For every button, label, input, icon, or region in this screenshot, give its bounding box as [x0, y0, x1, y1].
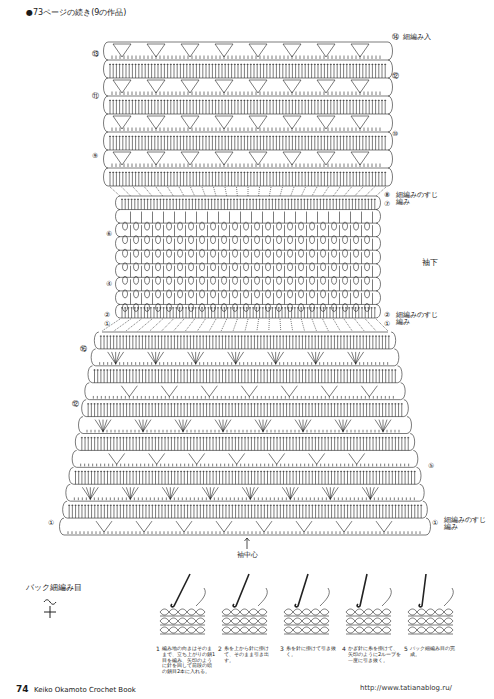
step-caption: かぎ針に糸を掛けて、矢印のように2ループを一度に引き抜く。 [348, 646, 402, 663]
chart-label: ① [48, 519, 54, 527]
stitch-row [116, 237, 381, 258]
stitch-row [79, 417, 412, 434]
stitch-row [104, 96, 393, 114]
crochet-hook [171, 574, 190, 607]
stitch-row [104, 150, 393, 168]
step-caption: 糸を針に掛けて引き抜く。 [286, 646, 340, 658]
chart-label: 74 [16, 684, 29, 694]
chart-label: ⑫ [72, 400, 79, 408]
stitch-row [116, 291, 381, 312]
yarn [444, 588, 453, 606]
stitch-chart [44, 42, 453, 634]
chart-label: ④ [106, 280, 112, 288]
chart-label: 細編みのすじ編み [444, 517, 488, 532]
stitch-row [66, 484, 424, 501]
stitch-row [91, 349, 399, 366]
step-number: 3 [280, 646, 284, 653]
chart-label: 袖下 [422, 258, 438, 267]
chart-label: 細編みのすじ編み [396, 192, 440, 207]
step-fabric [346, 609, 391, 634]
crochet-hook [419, 574, 426, 607]
step-caption: バック細編み目の完成。 [410, 646, 464, 658]
edge-row [108, 42, 388, 43]
stitch-row [94, 332, 395, 349]
yarn [382, 588, 391, 606]
chart-label: 細編みのすじ編み [396, 312, 440, 327]
stitch-row [116, 250, 381, 271]
step-number: 2 [218, 646, 222, 653]
step-number: 1 [156, 646, 160, 653]
chart-label: ⑬ [92, 50, 99, 58]
chart-label: バック細編み目 [26, 583, 82, 592]
edge-row [102, 332, 388, 333]
chart-label: ⑫ [392, 72, 399, 80]
step-fabric [408, 609, 453, 634]
chart-label: Keiko Okamoto Crochet Book [34, 686, 136, 694]
stitch-row [72, 450, 418, 467]
step-fabric [222, 609, 267, 634]
stitch-row [104, 168, 393, 186]
step-caption: 糸を上から針に掛けて、そのまま引き出す。 [224, 646, 278, 663]
chart-label: ⑩ [392, 130, 398, 138]
stitch-row [116, 196, 381, 210]
back-sc-symbol [44, 600, 56, 618]
step-fabric [284, 609, 329, 634]
stitch-row [104, 132, 393, 150]
step-number: 5 [404, 646, 408, 653]
chart-label: 袖中心 [227, 551, 267, 559]
stitch-row [69, 467, 421, 484]
yarn [196, 588, 205, 606]
chart-label: ⑪ [92, 92, 99, 100]
stitch-row [88, 366, 402, 383]
step-caption: 編み地の向きはそのままで、立ち上がりの鎖1目を編み、矢印のように針を回して前段の… [162, 646, 216, 675]
stitch-row [116, 264, 381, 285]
yarn [258, 588, 267, 606]
stitch-row [60, 518, 431, 535]
chart-label: ⑭ [392, 33, 399, 41]
chart-label: 細編み入 [403, 33, 431, 41]
chart-label: http://www.tatianablog.ru/ [360, 684, 452, 692]
center-arrow [245, 538, 250, 549]
stitch-row [82, 400, 409, 417]
step-fabric [160, 609, 205, 634]
crochet-hook [233, 574, 249, 607]
chart-label: ⑥ [106, 230, 112, 238]
stitch-row [116, 210, 381, 231]
chart-label: ② [384, 311, 390, 319]
crochet-hook [357, 574, 367, 607]
stitch-row [104, 114, 393, 132]
stitch-row [75, 434, 414, 451]
chart-label: ⑦ [384, 200, 390, 208]
stitch-row [116, 304, 381, 318]
stitch-row [104, 42, 393, 60]
stitch-row [116, 223, 381, 244]
stitch-row [104, 78, 393, 96]
yarn [320, 588, 329, 606]
chart-label: ⑤ [428, 462, 434, 470]
chart-label: ⑨ [92, 152, 98, 160]
stitch-row [104, 60, 393, 78]
page-title: ●73ページの続き(9の作品) [26, 8, 127, 17]
increase-lines [102, 319, 388, 331]
chart-label: ⑯ [80, 345, 87, 353]
edge-row [120, 196, 376, 197]
stitch-row [85, 383, 405, 400]
crochet-hook [295, 574, 308, 607]
chart-label: ② [104, 311, 110, 319]
decrease-lines [110, 187, 386, 196]
chart-label: ① [104, 320, 110, 328]
step-number: 4 [342, 646, 346, 653]
stitch-row [63, 501, 428, 518]
chart-label: ⑧ [384, 191, 390, 199]
chart-label: ① [384, 320, 390, 328]
stitch-row [116, 277, 381, 298]
chart-label: ① [432, 519, 438, 527]
